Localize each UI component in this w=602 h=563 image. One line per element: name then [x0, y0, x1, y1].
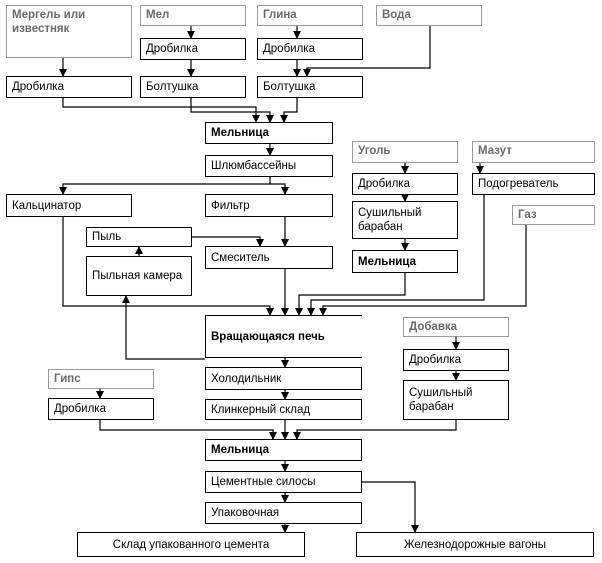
node-pylnaya-kamera: Пыльная камера: [86, 256, 192, 296]
node-boltushka-mel: Болтушка: [140, 76, 246, 98]
node-label: Кальцинатор: [12, 199, 82, 212]
node-kalcinator: Кальцинатор: [6, 194, 132, 217]
node-label: Мельница: [211, 127, 269, 139]
node-label: Цементные силосы: [211, 476, 316, 488]
node-label: Пыльная камера: [92, 270, 183, 282]
node-label: Глина: [263, 9, 297, 21]
arrow-sushilny-dobavka-mill: [293, 420, 457, 440]
node-label: Болтушка: [263, 81, 316, 93]
node-label: Дробилка: [12, 81, 64, 93]
node-label: Сушильный барабан: [358, 207, 422, 233]
node-label: Мазут: [478, 145, 512, 157]
node-mergel: Мергель или известняк: [6, 5, 132, 58]
node-label: Холодильник: [211, 372, 282, 385]
node-sushilny-dobavka: Сушильный барабан: [403, 380, 509, 420]
arrow-silosy-vagony: [362, 481, 419, 533]
arrow-boltushka-mel-mill: [190, 98, 274, 123]
node-label: Вода: [382, 9, 411, 21]
node-glina: Глина: [257, 5, 363, 26]
arrow-drob-gips-mill: [99, 420, 277, 440]
node-drob-dobavka: Дробилка: [403, 349, 509, 371]
node-label: Дробилка: [358, 178, 410, 190]
node-klinker: Клинкерный склад: [205, 399, 362, 420]
node-drob-ugol: Дробилка: [352, 173, 458, 195]
node-label: Уголь: [358, 145, 391, 157]
node-label: Дробилка: [54, 403, 106, 415]
node-vagony: Железнодорожные вагоны: [356, 532, 594, 557]
node-pech: Вращающаяся печь: [205, 315, 362, 358]
node-label: Дробилка: [263, 43, 315, 55]
node-label: Железнодорожные вагоны: [403, 538, 547, 551]
node-drob-mergel: Дробилка: [6, 76, 132, 98]
node-label: Газ: [518, 209, 537, 221]
node-label: Склад упакованного цемента: [112, 538, 270, 551]
arrow-mill-ugol-pech: [295, 273, 406, 316]
node-podogrevatel: Подогреватель: [472, 173, 595, 195]
node-sklad: Склад упакованного цемента: [77, 532, 305, 557]
arrow-pech-kamera: [122, 295, 205, 360]
arrow-gaz-pech: [319, 223, 527, 316]
node-label: Шлюмбассейны: [211, 160, 297, 172]
node-smesitel: Смеситель: [205, 246, 333, 269]
node-holodilnik: Холодильник: [205, 367, 362, 390]
node-label: Дробилка: [146, 43, 198, 55]
node-melnitsa-1: Мельница: [205, 122, 333, 144]
node-label: Болтушка: [146, 81, 199, 93]
node-label: Вращающаяся печь: [211, 330, 325, 343]
node-label: Пыль: [92, 231, 122, 243]
arrow-shlam-kalc: [59, 177, 271, 195]
node-gips: Гипс: [48, 369, 154, 389]
node-drob-mel: Дробилка: [140, 38, 246, 60]
node-filtr: Фильтр: [205, 194, 333, 217]
node-label: Упаковочная: [211, 507, 280, 519]
node-drob-gips: Дробилка: [48, 398, 154, 420]
node-dobavka: Добавка: [403, 317, 509, 337]
node-label: Фильтр: [211, 199, 250, 212]
node-boltushka-glina: Болтушка: [257, 76, 363, 98]
arrow-pyl-smesitel: [192, 236, 264, 247]
node-voda: Вода: [376, 5, 482, 26]
node-mazut: Мазут: [472, 141, 595, 163]
node-drob-glina: Дробилка: [257, 38, 363, 60]
node-pyl: Пыль: [86, 227, 192, 247]
arrow-shlam-filtr: [270, 183, 289, 195]
node-label: Клинкерный склад: [211, 403, 311, 416]
arrow-drob-mergel-mill: [62, 98, 260, 123]
node-melnitsa-ugol: Мельница: [352, 250, 458, 273]
node-label: Дробилка: [409, 354, 461, 366]
node-label: Подогреватель: [478, 178, 559, 190]
node-shlambasseiny: Шлюмбассейны: [205, 155, 333, 177]
node-silosy: Цементные силосы: [205, 471, 362, 493]
node-label: Добавка: [409, 321, 458, 333]
arrow-podogrev-pech: [307, 195, 485, 316]
node-label: Гипс: [54, 373, 81, 385]
node-label: Мел: [146, 9, 170, 21]
node-label: Смеситель: [211, 251, 270, 264]
node-label: Мергель или известняк: [12, 9, 86, 35]
arrow-kalc-pech: [62, 217, 274, 316]
node-gaz: Газ: [512, 205, 595, 225]
node-label: Мельница: [211, 444, 269, 456]
node-ugol: Уголь: [352, 141, 458, 163]
node-label: Мельница: [358, 255, 416, 268]
node-melnitsa-2: Мельница: [205, 439, 362, 461]
node-label: Сушильный барабан: [409, 387, 473, 413]
node-mel: Мел: [140, 5, 246, 26]
node-sushilny-ugol: Сушильный барабан: [352, 201, 458, 239]
node-upakovochnaya: Упаковочная: [205, 502, 362, 524]
arrow-voda-boltushka: [303, 26, 431, 77]
arrow-boltushka-glina-mill: [280, 98, 298, 123]
